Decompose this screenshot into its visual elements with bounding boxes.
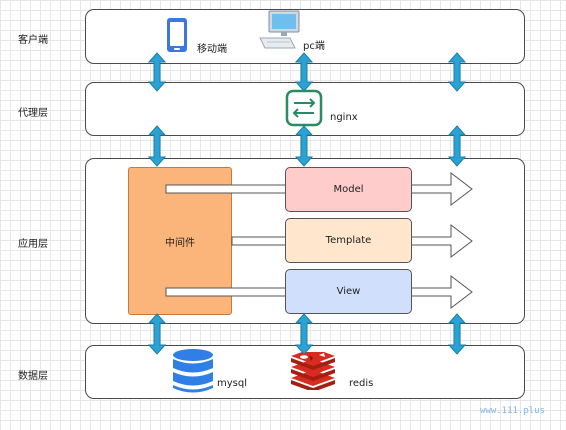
model-label: Model: [333, 184, 364, 195]
layer-label-application: 应用层: [18, 239, 48, 250]
connector-arrow-2-0: [147, 313, 167, 355]
connector-arrow-1-2: [447, 125, 467, 167]
nginx-label: nginx: [330, 112, 358, 123]
middleware-label: 中间件: [165, 238, 195, 249]
layer-label-client: 客户端: [18, 35, 48, 46]
database-icon: [173, 349, 213, 393]
connector-arrow-2-2: [447, 313, 467, 355]
layer-label-proxy: 代理层: [18, 108, 48, 119]
mobile-label: 移动端: [197, 44, 227, 55]
connector-arrow-0-1: [294, 52, 314, 92]
mobile-phone-icon: [167, 18, 187, 52]
connector-arrow-2-1: [294, 313, 314, 355]
connector-arrow-0-0: [147, 52, 167, 92]
watermark: www.111.plus: [480, 406, 546, 416]
connector-arrow-0-2: [447, 52, 467, 92]
model-block: Model: [285, 167, 412, 212]
connector-arrow-1-1: [294, 125, 314, 167]
connector-arrow-1-0: [147, 125, 167, 167]
mysql-label: mysql: [217, 378, 247, 389]
layer-label-data: 数据层: [18, 371, 48, 382]
redis-label: redis: [349, 378, 374, 389]
template-label: Template: [325, 235, 372, 246]
view-block: View: [285, 269, 412, 314]
view-label: View: [336, 286, 361, 297]
desktop-pc-icon: [259, 10, 300, 49]
pc-label: pc端: [303, 41, 325, 52]
redis-stack-icon: [291, 352, 335, 390]
template-block: Template: [285, 218, 412, 263]
